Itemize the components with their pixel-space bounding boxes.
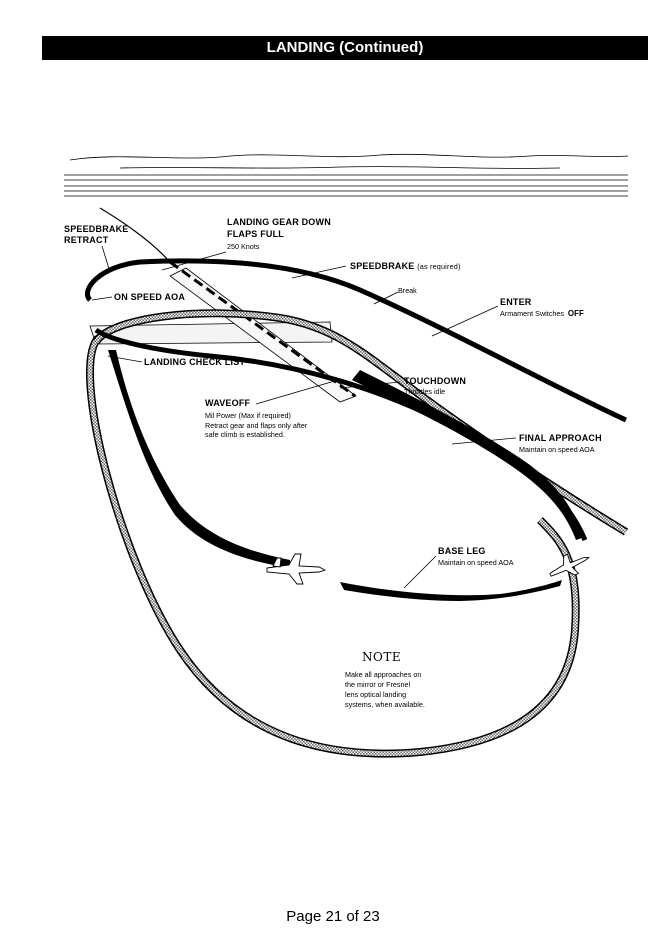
final-approach-shape [352,370,582,540]
label-enter: ENTER [500,297,532,307]
label-base-leg-note: Maintain on speed AOA [438,558,514,567]
label-off: OFF [567,309,584,318]
label-landing-gear-down: LANDING GEAR DOWN [227,217,331,227]
label-speedbrake-note: (as required) [417,262,461,271]
section-header: LANDING (Continued) [42,36,648,60]
horizon-lines [64,153,629,197]
label-speedbrake-as-required: SPEEDBRAKE (as required) [350,261,461,272]
downwind-leg [85,258,628,423]
label-break: Break [398,286,417,295]
aircraft-icon-base [266,553,327,585]
leader-lines [91,245,517,589]
page-number: Page 21 of 23 [286,908,380,925]
label-base-leg: BASE LEG [438,546,486,556]
label-landing-check-list: LANDING CHECK LIST [144,357,246,367]
label-flaps-full: FLAPS FULL [227,229,284,239]
label-enter-note: Armament Switches OFF [500,309,584,319]
label-final-approach-note: Maintain on speed AOA [519,445,595,454]
label-touchdown: TOUCHDOWN [404,376,467,386]
label-touchdown-note: Throttles idle [404,387,446,396]
label-armament-switches: Armament Switches [500,309,564,318]
base-leg-shape-1 [108,350,290,568]
base-leg-shape-2 [340,580,562,601]
label-250-knots: 250 Knots [227,242,260,251]
label-waveoff-note: Mil Power (Max if required) Retract gear… [205,411,308,439]
label-speedbrake-main: SPEEDBRAKE [350,261,415,271]
aircraft-icon-final [549,553,591,577]
note-title: NOTE [362,650,402,664]
note-body: Make all approaches on the mirror or Fre… [345,670,425,709]
label-waveoff: WAVEOFF [205,398,251,408]
label-speedbrake-retract: SPEEDBRAKE RETRACT [64,224,129,245]
runway-centerline [169,260,356,398]
label-final-approach: FINAL APPROACH [519,433,602,443]
runway [89,267,357,403]
inbound-line [99,207,169,261]
label-on-speed-aoa: ON SPEED AOA [114,292,186,302]
pattern-outer-loop [86,335,580,758]
